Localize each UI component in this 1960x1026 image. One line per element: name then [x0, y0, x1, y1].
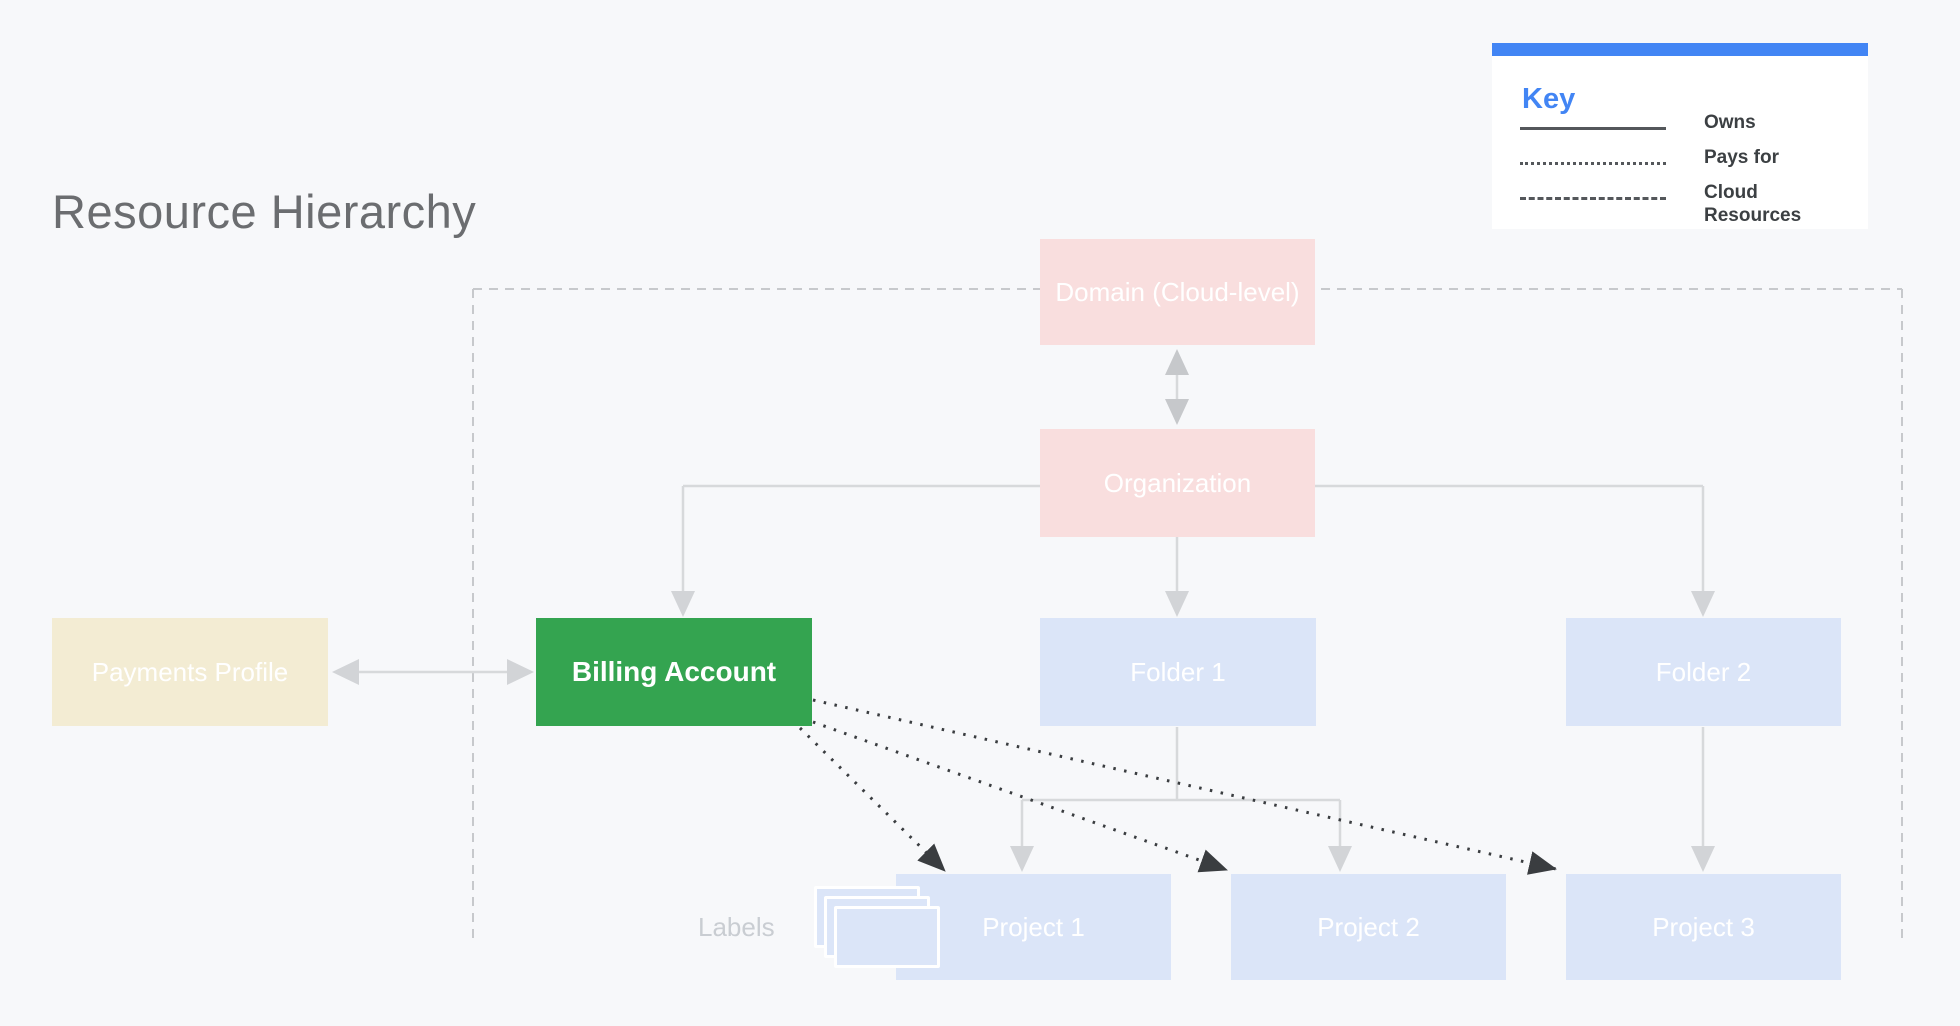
node-project-1-label: Project 1: [982, 911, 1085, 942]
pays-for-arrow-project-1: [798, 726, 947, 873]
legend-label-owns: Owns: [1704, 112, 1756, 133]
node-organization-label: Organization: [1103, 467, 1252, 498]
page-title: Resource Hierarchy: [52, 185, 477, 238]
node-folder-2: Folder 2: [1566, 618, 1841, 726]
node-project-2-label: Project 2: [1317, 911, 1420, 942]
node-project-1: Project 1: [896, 874, 1171, 980]
node-payments-profile-label: Payments Profile: [91, 656, 289, 687]
legend-key-box: Key Owns Pays for Cloud Resources: [1492, 43, 1868, 229]
node-domain-label: Domain (Cloud-level): [1055, 276, 1300, 307]
node-billing-account-label: Billing Account: [571, 656, 777, 687]
node-billing-account: Billing Account: [536, 618, 812, 726]
legend-dotted-line-sample: [1520, 162, 1666, 165]
cloud-resources-dashed-boundary: [472, 288, 1903, 944]
legend-solid-line-sample: [1520, 127, 1666, 130]
node-project-3-label: Project 3: [1652, 911, 1755, 942]
labels-stacked-cards-icon: [814, 886, 946, 972]
legend-title: Key: [1522, 83, 1576, 115]
legend-label-cloud-resources: Cloud Resources: [1704, 182, 1802, 226]
node-project-2: Project 2: [1231, 874, 1506, 980]
node-payments-profile: Payments Profile: [52, 618, 328, 726]
pays-for-arrow-project-2: [812, 720, 1228, 873]
node-domain: Domain (Cloud-level): [1040, 239, 1315, 345]
owns-connectors: [358, 373, 1705, 847]
node-folder-2-label: Folder 2: [1655, 656, 1752, 687]
node-folder-1: Folder 1: [1040, 618, 1316, 726]
domain-organization-double-arrow: [1165, 349, 1189, 425]
node-folder-1-label: Folder 1: [1130, 656, 1226, 687]
node-project-3: Project 3: [1566, 874, 1841, 980]
node-organization: Organization: [1040, 429, 1315, 537]
legend-label-pays-for: Pays for: [1704, 147, 1779, 168]
label-card-front: [834, 906, 940, 968]
labels-caption: Labels: [698, 912, 775, 942]
legend-dashed-line-sample: [1520, 197, 1666, 200]
legend-blue-accent-bar: [1492, 43, 1868, 56]
